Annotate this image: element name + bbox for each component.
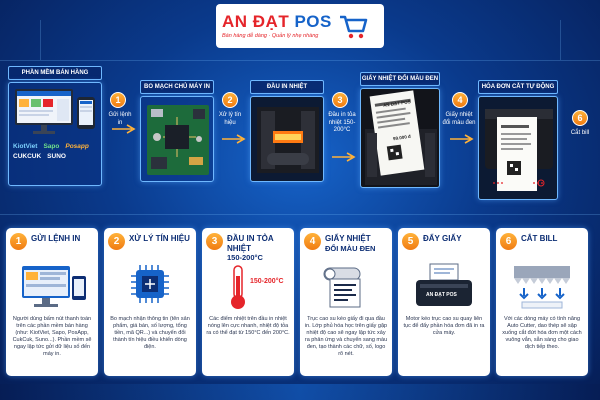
card-1-description: Người dùng bấm nút thanh toán trên các p… xyxy=(12,316,92,357)
stage-software-box: KiotViet Sapo Posapp CUKCUK SUNO xyxy=(8,82,102,186)
monitor-phone-icon xyxy=(15,89,95,134)
card-1-title: GỬI LỆNH IN xyxy=(31,234,81,243)
logo-brand-an: AN ĐẠT xyxy=(222,12,290,31)
thermometer-icon xyxy=(231,265,245,309)
card-5-number: 5 xyxy=(402,233,419,250)
circuit-line xyxy=(560,20,561,60)
card-6-title: CẮT BILL xyxy=(521,234,558,243)
step-3-badge: 3 xyxy=(332,92,348,108)
app-logo-suno: SUNO xyxy=(47,153,66,160)
card-5-title: ĐẨY GIẤY xyxy=(423,234,462,243)
card-3-description: Các điểm nhiệt trên đầu in nhiệt nóng lê… xyxy=(206,316,290,336)
card-1-number: 1 xyxy=(10,233,27,250)
stage-paper-box: AN ĐẠT POS 99.000 đ xyxy=(360,88,440,188)
stage-title-autocut: HÓA ĐƠN CẮT TỰ ĐỘNG xyxy=(478,80,558,94)
cpu-chip-icon xyxy=(131,265,169,303)
stage-title-printhead: ĐẦU IN NHIỆT xyxy=(250,80,324,94)
arrow-right-icon xyxy=(222,134,246,144)
card-feed-paper: 5 ĐẨY GIẤY AN ĐẠT POS Motor kéo trục cao… xyxy=(398,228,490,376)
card-4-number: 4 xyxy=(304,233,321,250)
card-6-number: 6 xyxy=(500,233,517,250)
stage-printhead-box xyxy=(250,96,324,182)
stage-title-mainboard: BO MẠCH CHỦ MÁY IN xyxy=(140,80,214,94)
step-6-label: Cắt bill xyxy=(570,130,590,136)
desktop-app-icon xyxy=(22,266,86,307)
card-3-title-main: ĐẦU IN TỎA NHIỆT xyxy=(227,234,274,253)
card-send-print: 1 GỬI LỆNH IN Người dùng bấm nút thanh t… xyxy=(6,228,98,376)
printer-feed-icon xyxy=(416,263,472,306)
card-3-temp-label: 150-200°C xyxy=(250,278,284,285)
circuit-line xyxy=(40,20,41,60)
cart-icon xyxy=(339,15,368,39)
arrow-right-icon xyxy=(332,152,356,162)
card-cut-bill: 6 CẮT BILL Với các dòng máy có tính năng… xyxy=(496,228,588,376)
circuit-line xyxy=(0,60,600,61)
printer-paper-icon xyxy=(365,90,437,185)
step-4-label: Giấy nhiệt đổi màu đen xyxy=(442,112,476,126)
thermal-head-icon xyxy=(257,107,319,173)
arrow-right-icon xyxy=(450,134,474,144)
cutter-blade-icon xyxy=(514,266,570,309)
receipt-printer-icon xyxy=(485,109,553,191)
paper-roll-icon xyxy=(323,267,361,308)
brand-logo: AN ĐẠT POS Bán hàng dễ dàng · Quản lý nh… xyxy=(216,4,384,48)
footer-decoration xyxy=(0,384,600,400)
card-4-description: Trục cao su kéo giấy đi qua đầu in. Lớp … xyxy=(304,316,388,357)
card-2-number: 2 xyxy=(108,233,125,250)
step-1-badge: 1 xyxy=(110,92,126,108)
step-2-badge: 2 xyxy=(222,92,238,108)
card-5-description: Motor kéo trục cao su quay liên tục để đ… xyxy=(403,316,485,336)
card-process-signal: 2 XỬ LÝ TÍN HIỆU Bo mạch nhận thông tin … xyxy=(104,228,196,376)
app-logo-kiotviet: KiotViet xyxy=(13,143,38,150)
card-2-title: XỬ LÝ TÍN HIỆU xyxy=(129,234,190,243)
card-4-title-main: GIẤY NHIỆT xyxy=(325,234,371,243)
app-logo-cukcuk: CUKCUK xyxy=(13,153,42,160)
arrow-right-icon xyxy=(112,124,136,134)
card-4-title-sub: ĐỔI MÀU ĐEN xyxy=(325,243,376,253)
stage-title-thermal-paper: GIẤY NHIỆT ĐỔI MÀU ĐEN xyxy=(360,72,440,86)
card-6-description: Với các dòng máy có tính năng Auto Cutte… xyxy=(502,316,582,350)
stage-mainboard-box xyxy=(140,96,214,182)
circuit-line xyxy=(0,214,600,215)
step-3-label: Đầu in tỏa nhiệt 150-200°C xyxy=(328,112,356,133)
card-thermal-paper: 4 GIẤY NHIỆT ĐỔI MÀU ĐEN Trục cao su kéo… xyxy=(300,228,392,376)
step-4-badge: 4 xyxy=(452,92,468,108)
step-2-label: Xử lý tín hiệu xyxy=(218,112,242,126)
stage-autocut-box xyxy=(478,96,558,200)
step-6-badge: 6 xyxy=(572,110,588,126)
card-5-printer-brand: AN ĐẠT POS xyxy=(426,292,457,298)
card-3-title: ĐẦU IN TỎA NHIỆT 150-200°C xyxy=(227,234,291,263)
step-1-label: Gửi lệnh in xyxy=(108,112,132,126)
app-logo-sapo: Sapo xyxy=(43,143,60,150)
circuit-board-icon xyxy=(147,105,209,175)
logo-wordmark: AN ĐẠT POS xyxy=(222,13,332,31)
stage-title-software: PHẦN MỀM BÁN HÀNG xyxy=(8,66,102,80)
card-2-description: Bo mạch nhận thông tin (tên sản phẩm, gi… xyxy=(110,316,190,350)
card-4-title: GIẤY NHIỆT ĐỔI MÀU ĐEN xyxy=(325,234,375,253)
logo-brand-pos: POS xyxy=(294,12,332,31)
logo-tagline: Bán hàng dễ dàng · Quản lý nhẹ nhàng xyxy=(222,33,319,39)
card-print-head-heat: 3 ĐẦU IN TỎA NHIỆT 150-200°C 150-200°C C… xyxy=(202,228,294,376)
card-3-title-sub: 150-200°C xyxy=(227,253,263,262)
app-logo-posapp: Posapp xyxy=(65,143,89,150)
card-3-number: 3 xyxy=(206,233,223,250)
